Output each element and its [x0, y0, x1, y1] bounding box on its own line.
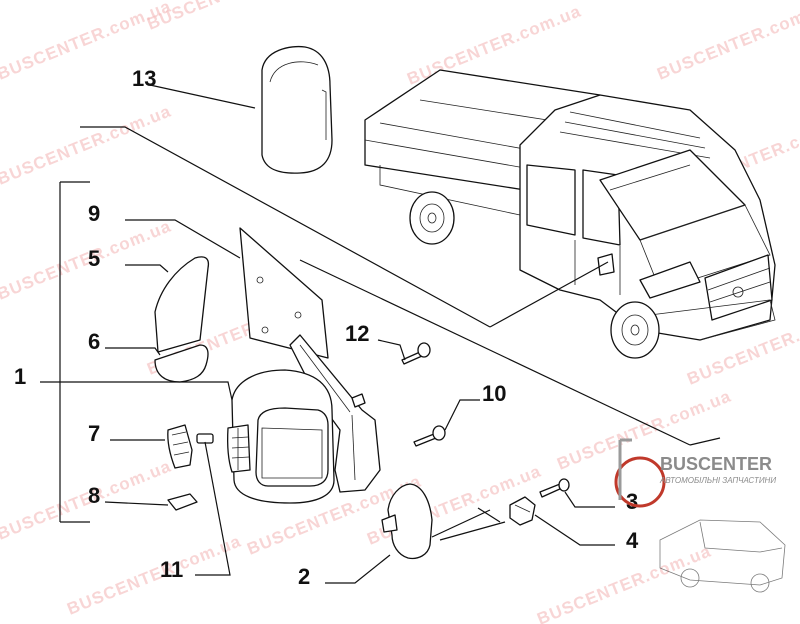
part-12-bolt	[401, 342, 431, 365]
watermark: BUSCENTER.com.ua	[144, 0, 324, 34]
logo-emblem-icon	[614, 456, 666, 508]
part-6-wide-angle-glass	[154, 344, 209, 383]
callout-2: 2	[298, 564, 310, 589]
watermark: BUSCENTER.com.ua	[534, 541, 714, 624]
part-13-mirror-cap	[261, 45, 333, 174]
callout-8: 8	[88, 483, 100, 508]
minibus-icon	[659, 519, 786, 593]
part-2-lower-cover	[381, 483, 433, 560]
callout-12: 12	[345, 321, 369, 346]
callout-labels: 13 9 5 6 1 7 8 11 12 10 2 3 4	[14, 66, 639, 589]
callout-4: 4	[626, 528, 639, 553]
callout-13: 13	[132, 66, 156, 91]
part-9-mounting-plate	[239, 227, 329, 359]
part-5-mirror-glass	[154, 256, 210, 353]
watermark: BUSCENTER.com.ua	[0, 101, 174, 188]
watermark: BUSCENTER.com.ua	[654, 0, 800, 84]
callout-11: 11	[160, 557, 183, 582]
part-4-plug	[509, 496, 536, 526]
callout-1: 1	[14, 364, 26, 389]
watermark: BUSCENTER.com.ua	[0, 216, 174, 303]
callout-6: 6	[88, 329, 100, 354]
part-1-mirror-assembly	[226, 334, 381, 504]
part-11-connector	[196, 433, 214, 444]
callout-10: 10	[482, 381, 506, 406]
part-7-indicator-lens	[167, 424, 193, 469]
part-8-clip	[167, 493, 198, 511]
callout-9: 9	[88, 201, 100, 226]
callout-leaders	[40, 84, 615, 584]
logo-name: BUSCENTER	[660, 454, 772, 474]
callout-7: 7	[88, 421, 100, 446]
part-3-screw	[539, 478, 570, 498]
watermark: BUSCENTER.com.ua	[0, 456, 174, 543]
callout-5: 5	[88, 246, 100, 271]
callout-3: 3	[626, 489, 638, 514]
leader-lines	[59, 126, 721, 523]
logo-tagline: АВТОМОБІЛЬНІ ЗАПЧАСТИНИ	[659, 476, 776, 485]
truck-illustration	[364, 69, 776, 359]
part-10-bolt	[413, 425, 446, 447]
buscenter-logo: BUSCENTER АВТОМОБІЛЬНІ ЗАПЧАСТИНИ	[614, 438, 786, 593]
